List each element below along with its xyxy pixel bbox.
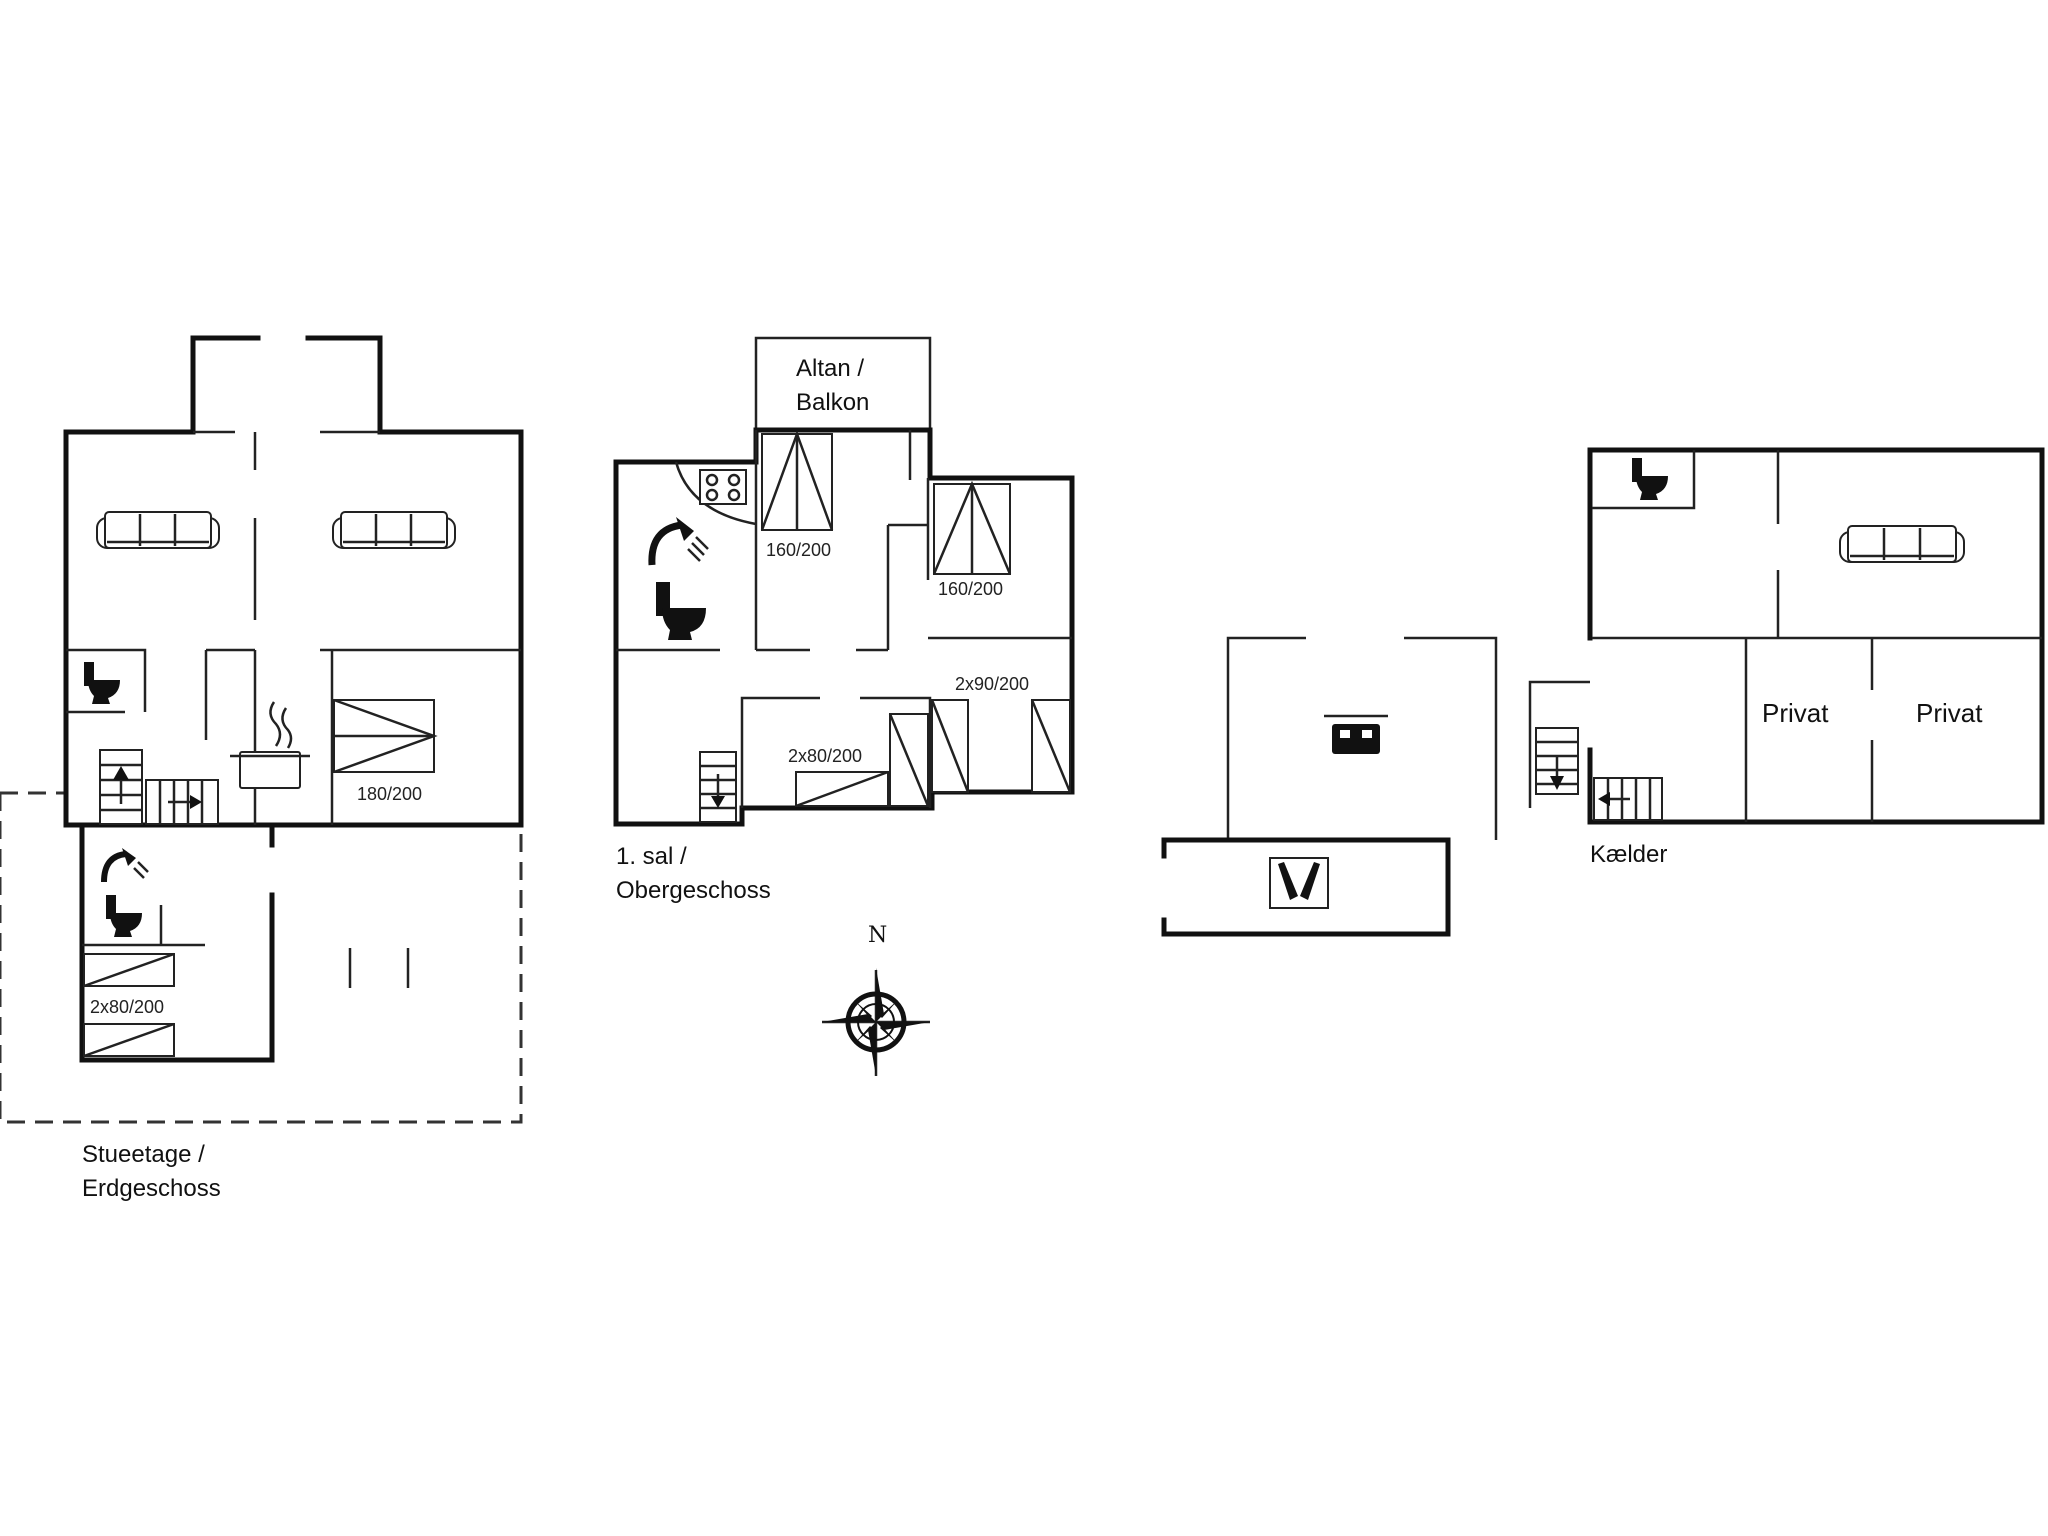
sofa-icon [1839, 525, 1965, 563]
shower-icon [101, 848, 149, 883]
balcony-label-2: Balkon [796, 389, 869, 416]
floor-label-ground-2: Erdgeschoss [82, 1175, 221, 1202]
toilet-icon [84, 662, 120, 704]
floor-label-first-1: 1. sal / [616, 843, 687, 870]
balcony-label-1: Altan / [796, 355, 864, 382]
sofa-icon [332, 511, 456, 549]
shower-icon [648, 517, 709, 566]
basement: Privat Privat Kælder [1528, 447, 2045, 868]
bed-twin [83, 952, 175, 1058]
bed-size-label: 2x80/200 [90, 997, 164, 1017]
compass-rose-icon: N [822, 923, 930, 1076]
bed-size-label: 2x90/200 [955, 674, 1029, 694]
ground-entry-bay [190, 335, 383, 435]
stairs-icon [145, 779, 219, 825]
stairs-icon [1593, 777, 1663, 821]
tv-room-outline [1226, 636, 1498, 840]
balcony-outline [754, 336, 932, 430]
bed-size-label: 160/200 [766, 540, 831, 560]
bed-twin [930, 699, 1072, 793]
ground-outer-wall [63, 429, 524, 828]
annex-wall [79, 822, 275, 1063]
stairs-icon [699, 751, 737, 823]
annex-lower-wall [1161, 837, 1451, 937]
floor-label-basement: Kælder [1590, 841, 1667, 868]
bed-double [333, 698, 438, 774]
compass-north-label: N [868, 923, 887, 948]
annex-building [1161, 636, 1498, 937]
terrace-outline [0, 791, 523, 1124]
bed-size-label: 180/200 [357, 784, 422, 804]
stairs-icon [99, 749, 143, 825]
stairs-icon [1535, 727, 1579, 795]
bed-twin [795, 713, 930, 808]
bed-size-label: 160/200 [938, 579, 1003, 599]
toilet-icon [656, 582, 706, 640]
stove-icon [699, 469, 747, 505]
bed-double [932, 480, 1012, 575]
toilet-icon [1632, 458, 1668, 500]
bottles-icon [1269, 857, 1329, 909]
floor-label-ground-1: Stueetage / [82, 1141, 205, 1168]
bed-double [760, 430, 834, 531]
tv-icon [1324, 714, 1388, 754]
cooking-pot-icon [230, 701, 310, 789]
room-label-private-1: Privat [1762, 698, 1829, 728]
first-floor: Altan / Balkon [613, 336, 1075, 904]
room-label-private-2: Privat [1916, 698, 1983, 728]
bed-size-label: 2x80/200 [788, 746, 862, 766]
sofa-icon [96, 511, 220, 549]
basement-outer-wall [1587, 447, 2045, 825]
ground-floor: 180/200 2x80/200 Stueetage / Erdgeschoss [0, 335, 524, 1202]
floor-label-first-2: Obergeschoss [616, 877, 771, 904]
toilet-icon [106, 895, 142, 937]
